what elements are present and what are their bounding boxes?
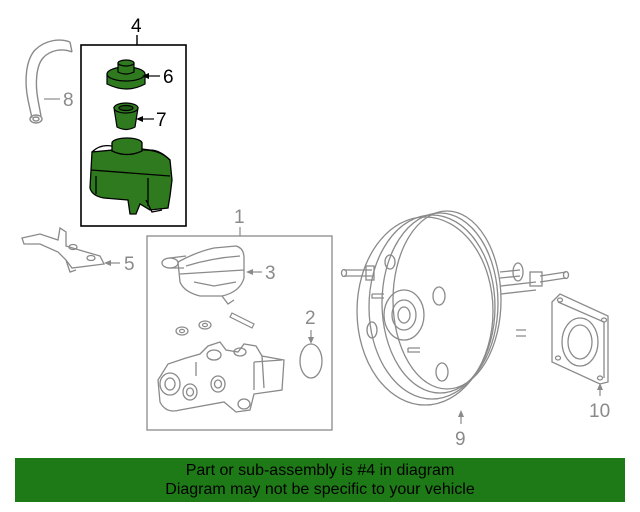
callout-9[interactable]: 9	[455, 429, 466, 450]
o-ring-part-2[interactable]	[299, 343, 323, 379]
bracket-part-5[interactable]	[21, 226, 105, 273]
arrow-3	[246, 269, 253, 275]
parts-diagram: 8 4 6 7 5 1	[21, 16, 610, 450]
cap-part-6[interactable]	[106, 59, 146, 90]
reservoir-tank[interactable]	[89, 137, 173, 215]
gasket-part-10[interactable]	[551, 293, 609, 385]
callout-5[interactable]: 5	[124, 254, 135, 275]
callout-7[interactable]: 7	[156, 110, 167, 131]
strainer-part-7[interactable]	[113, 102, 139, 131]
master-cylinder-body[interactable]	[157, 341, 285, 413]
arrow-5	[104, 260, 111, 266]
callout-10[interactable]: 10	[589, 401, 610, 422]
callout-8[interactable]: 8	[63, 90, 74, 111]
callout-4[interactable]: 4	[131, 16, 142, 37]
callout-2[interactable]: 2	[305, 308, 316, 329]
arrow-2	[308, 337, 314, 344]
brake-booster-part-9[interactable]	[340, 210, 570, 406]
hose-part-8[interactable]	[25, 39, 73, 124]
arrow-7	[136, 116, 143, 122]
assembly-box-4	[80, 44, 187, 227]
diagram-notice-banner: Part or sub-assembly is #4 in diagram Di…	[15, 458, 625, 502]
reservoir-part-3[interactable]	[161, 245, 245, 305]
banner-line-2: Diagram may not be specific to your vehi…	[165, 481, 475, 498]
banner-line-1: Part or sub-assembly is #4 in diagram	[185, 462, 455, 479]
arrow-10	[597, 383, 603, 390]
callout-6[interactable]: 6	[163, 67, 174, 88]
callout-1[interactable]: 1	[234, 207, 245, 228]
arrow-6	[142, 73, 149, 79]
arrow-9	[458, 410, 464, 417]
callout-3[interactable]: 3	[265, 263, 276, 284]
grommet-seals[interactable]	[175, 312, 255, 336]
